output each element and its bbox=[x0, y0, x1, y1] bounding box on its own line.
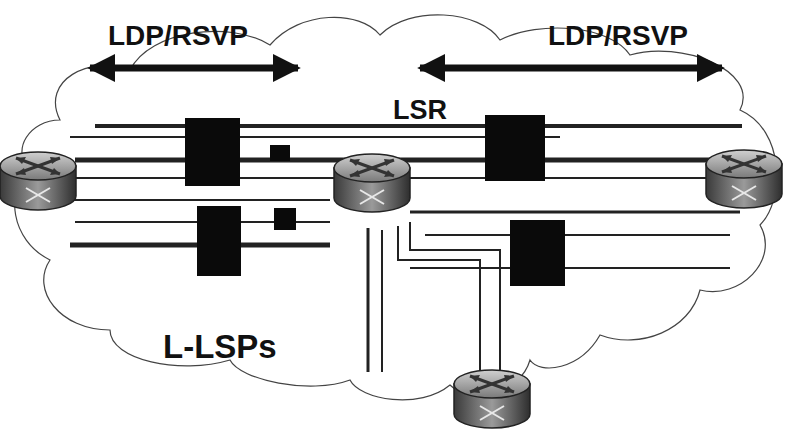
span-arrow bbox=[90, 65, 298, 72]
router-icon bbox=[706, 150, 782, 208]
router-icon bbox=[0, 152, 76, 210]
protocol-label: LDP/RSVP bbox=[548, 22, 688, 50]
router-icon bbox=[334, 154, 410, 212]
network-cloud bbox=[15, 15, 777, 400]
path-label: L-LSPs bbox=[163, 330, 277, 363]
router-icon bbox=[454, 370, 530, 428]
node-label: LSR bbox=[393, 97, 447, 124]
protocol-label: LDP/RSVP bbox=[108, 22, 248, 50]
lsp-block bbox=[185, 115, 565, 286]
lsp-lines bbox=[70, 126, 742, 372]
span-arrow bbox=[420, 65, 722, 72]
